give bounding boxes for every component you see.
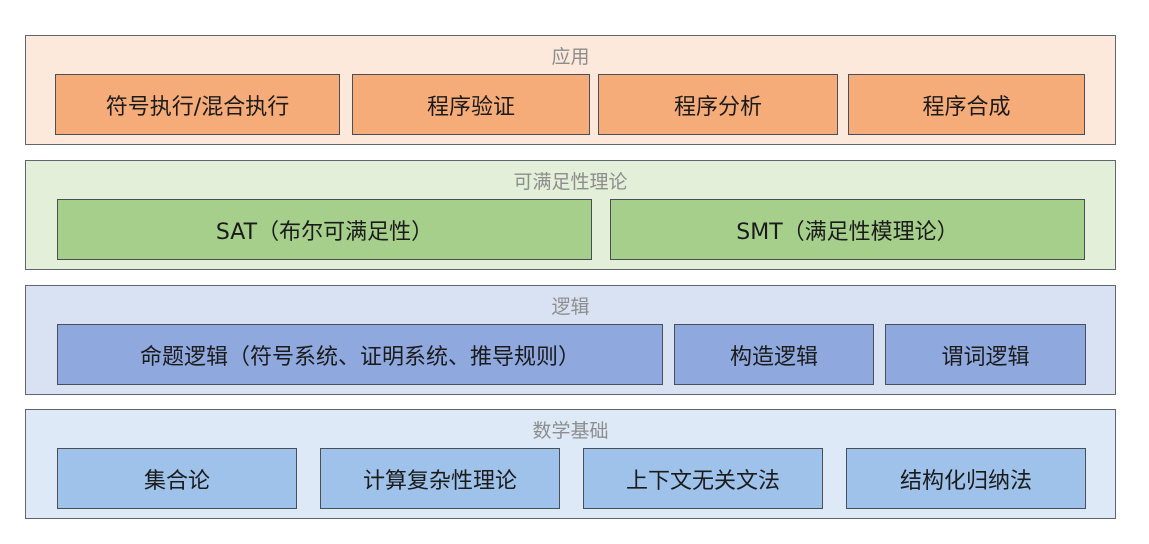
- box-context-free-grammar: 上下文无关文法: [583, 448, 823, 509]
- box-program-verification: 程序验证: [352, 74, 590, 135]
- box-constructive-logic: 构造逻辑: [674, 324, 874, 385]
- box-program-analysis: 程序分析: [598, 74, 838, 135]
- layer-title: 数学基础: [532, 420, 609, 442]
- box-propositional-logic: 命题逻辑（符号系统、证明系统、推导规则）: [57, 324, 663, 385]
- layer-title: 逻辑: [551, 296, 590, 318]
- box-structural-induction: 结构化归纳法: [846, 448, 1086, 509]
- layer-applications: 应用 符号执行/混合执行 程序验证 程序分析 程序合成: [25, 35, 1116, 145]
- layer-math-foundations: 数学基础 集合论 计算复杂性理论 上下文无关文法 结构化归纳法: [25, 409, 1116, 519]
- box-symbolic-execution: 符号执行/混合执行: [55, 74, 340, 135]
- box-predicate-logic: 谓词逻辑: [885, 324, 1086, 385]
- box-sat: SAT（布尔可满足性）: [57, 199, 592, 260]
- layer-title: 可满足性理论: [513, 171, 628, 193]
- layer-satisfiability-theory: 可满足性理论 SAT（布尔可满足性） SMT（满足性模理论）: [25, 160, 1116, 270]
- layer-logic: 逻辑 命题逻辑（符号系统、证明系统、推导规则） 构造逻辑 谓词逻辑: [25, 285, 1116, 395]
- box-set-theory: 集合论: [57, 448, 297, 509]
- layer-title: 应用: [551, 46, 590, 68]
- box-complexity-theory: 计算复杂性理论: [320, 448, 560, 509]
- box-smt: SMT（满足性模理论）: [610, 199, 1085, 260]
- box-program-synthesis: 程序合成: [848, 74, 1085, 135]
